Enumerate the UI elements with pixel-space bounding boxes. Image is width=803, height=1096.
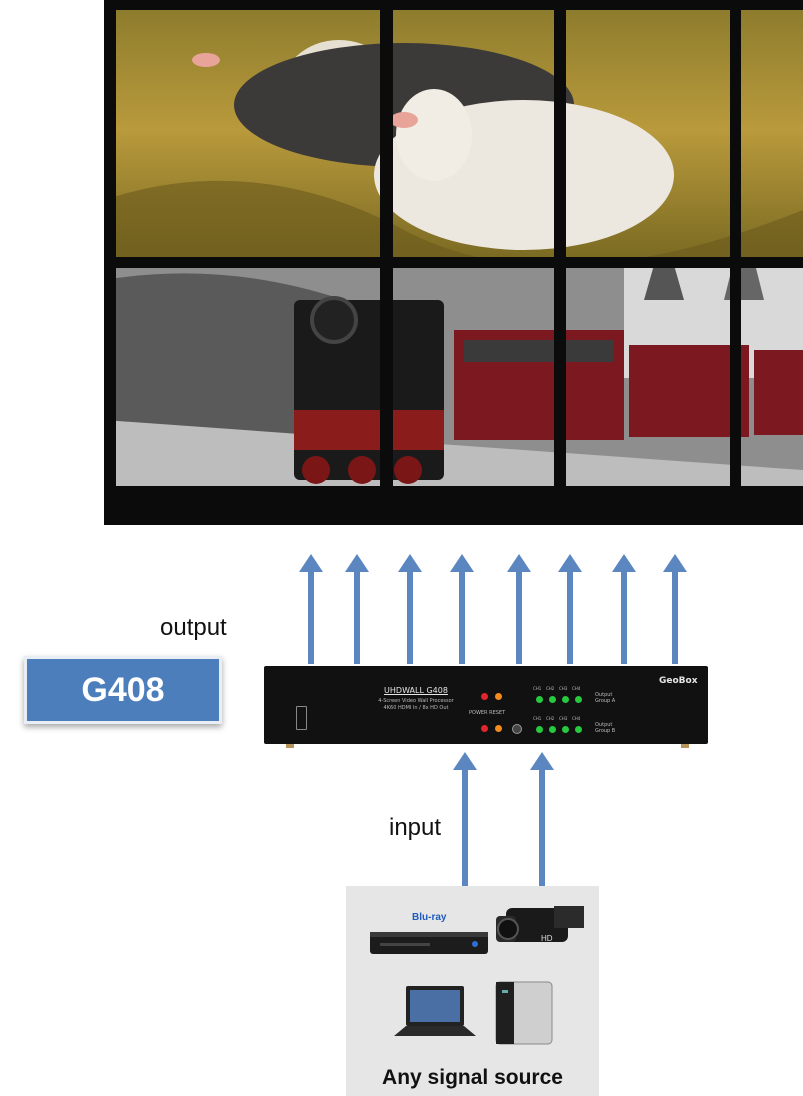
- channel-led-green: [575, 726, 582, 733]
- channel-led-label: CH2: [546, 716, 555, 721]
- signal-arrow: [345, 554, 369, 664]
- signal-arrow: [453, 752, 477, 886]
- display-panel: [741, 268, 803, 486]
- device-subtitle-1: 4-Screen Video Wall Processor: [378, 698, 454, 704]
- video-wall: [104, 0, 803, 525]
- signal-source-panel: Blu-ray HD Any signal source: [346, 886, 599, 1096]
- signal-arrow: [558, 554, 582, 664]
- input-led-red: [481, 725, 488, 732]
- channel-led-label: CH4: [572, 686, 581, 691]
- power-led-red: [481, 693, 488, 700]
- channel-led-green: [549, 726, 556, 733]
- signal-arrow: [530, 752, 554, 886]
- laptop-icon: [394, 986, 476, 1036]
- power-reset-label: POWER RESET: [469, 710, 506, 716]
- model-badge: G408: [24, 656, 222, 724]
- status-led-orange: [495, 693, 502, 700]
- channel-led-label: CH1: [533, 686, 542, 691]
- output-group-a-label: Output Group A: [595, 692, 616, 704]
- output-label: output: [160, 614, 227, 641]
- display-panel: [393, 10, 554, 257]
- channel-led-label: CH1: [533, 716, 542, 721]
- display-panel: [566, 268, 730, 486]
- display-panel: [741, 10, 803, 257]
- signal-arrow: [507, 554, 531, 664]
- signal-arrows: [299, 554, 687, 886]
- channel-led-label: CH3: [559, 716, 568, 721]
- display-panel: [566, 10, 730, 257]
- blu-ray-player-icon: Blu-ray: [370, 912, 488, 954]
- input-label: input: [389, 814, 442, 841]
- model-badge-label: G408: [81, 670, 165, 709]
- channel-led-label: CH3: [559, 686, 568, 691]
- reset-button[interactable]: [512, 724, 522, 734]
- device-title: UHDWALL G408: [384, 686, 448, 695]
- channel-led-green: [575, 696, 582, 703]
- signal-arrow: [450, 554, 474, 664]
- device-foot: [681, 744, 689, 748]
- channel-led-green: [536, 696, 543, 703]
- svg-text:Blu-ray: Blu-ray: [412, 912, 447, 923]
- device-brand: GeoBox: [659, 676, 698, 686]
- device-foot: [286, 744, 294, 748]
- svg-text:HD: HD: [541, 934, 553, 943]
- source-caption: Any signal source: [382, 1066, 563, 1089]
- signal-arrow: [663, 554, 687, 664]
- display-panel: [116, 268, 380, 486]
- display-panel: [116, 10, 380, 257]
- channel-led-green: [549, 696, 556, 703]
- signal-arrow: [612, 554, 636, 664]
- input-led-orange: [495, 725, 502, 732]
- hd-camcorder-icon: HD: [496, 906, 584, 943]
- power-switch: [296, 706, 307, 730]
- channel-led-label: CH4: [572, 716, 581, 721]
- desktop-tower-icon: [495, 981, 553, 1045]
- signal-arrow: [398, 554, 422, 664]
- channel-led-green: [562, 726, 569, 733]
- source-devices-illustration: Blu-ray HD: [370, 906, 584, 1045]
- video-wall-processor-device: UHDWALL G408 4-Screen Video Wall Process…: [264, 666, 708, 744]
- channel-led-green: [562, 696, 569, 703]
- device-subtitle-2: 4K60 HDMI In / 8x HD Out: [383, 705, 449, 711]
- output-group-b-label: Output Group B: [595, 722, 616, 734]
- signal-arrow: [299, 554, 323, 664]
- channel-led-label: CH2: [546, 686, 555, 691]
- channel-led-green: [536, 726, 543, 733]
- display-panel: [393, 268, 554, 486]
